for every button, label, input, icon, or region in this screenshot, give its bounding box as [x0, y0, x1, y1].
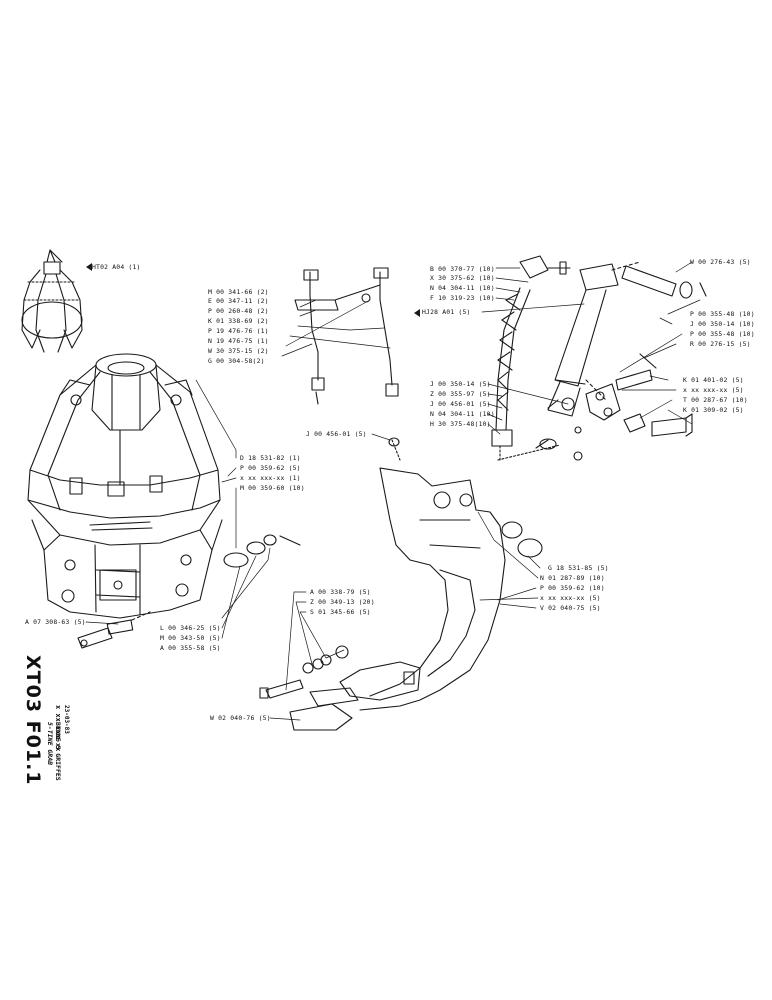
sheet-date: 23-03-83 [63, 705, 70, 734]
label-m00-359-60: M 00 359-60 (10) [240, 484, 305, 492]
label-k01-338-69: K 01 338-69 (2) [208, 317, 269, 325]
label-m00-343-50: M 00 343-50 (5) [160, 634, 221, 642]
hose-fittings [497, 438, 583, 461]
label-p00-355-48-b: P 00 355-48 (10) [690, 330, 755, 338]
label-w00-276-43: W 00 276-43 (5) [690, 258, 751, 266]
label-x30-375-62: X 30 375-62 (10) [430, 274, 495, 282]
pin-w00-276-43 [621, 265, 707, 299]
label-a00-355-58: A 00 355-58 (5) [160, 644, 221, 652]
label-k01-309-02: K 01 309-02 (5) [683, 406, 744, 414]
tie-rods [294, 267, 399, 405]
tine-claw [339, 437, 506, 711]
label-t00-287-67: T 00 287-67 (10) [683, 396, 748, 404]
label-g18-531-85: G 18 531-85 (5) [548, 564, 609, 572]
label-ht02: HT02 A04 (1) [92, 263, 141, 271]
sheet-title-en: 5-TINE GRAB [46, 722, 54, 766]
label-k01-401-02: K 01 401-02 (5) [683, 376, 744, 384]
hydraulic-hose [491, 255, 571, 461]
label-j00-456-01-a: J 00 456-01 (5) [430, 400, 491, 408]
label-hj28: HJ28 A01 (5) [422, 308, 471, 316]
bolt-washers [259, 645, 349, 699]
label-h30-375-48: H 30 375-48(10) [430, 420, 491, 428]
label-b00-370-77: B 00 370-77 (10) [430, 265, 495, 273]
label-d18-531-82: D 18 531-82 (1) [240, 454, 301, 462]
sheet-title-fr: BENNE 5 GRIFFES [54, 722, 62, 781]
label-z00-355-97: Z 00 355-97 (5) [430, 390, 491, 398]
callout-arrows [86, 263, 420, 317]
label-a00-338-79: A 00 338-79 (5) [310, 588, 371, 596]
label-xx-1: x xx xxx-xx (1) [240, 474, 301, 482]
label-p00-359-62-a: P 00 359-62 (5) [240, 464, 301, 472]
label-n04-304-11-a: N 04 304-11 (10) [430, 284, 495, 292]
label-p19-476-76: P 19 476-76 (1) [208, 327, 269, 335]
label-w30-375-15: W 30 375-15 (2) [208, 347, 269, 355]
label-r00-276-15: R 00 276-15 (5) [690, 340, 751, 348]
hydraulic-cylinder [547, 261, 641, 417]
label-j00-350-14-b: J 00 350-14 (5) [430, 380, 491, 388]
sheet-code: XT03 F01.1 [22, 655, 44, 786]
bushings-group [223, 534, 301, 568]
leader-lines [85, 261, 701, 721]
pin-a07-308-63 [77, 611, 151, 649]
label-n01-287-89: N 01 287-89 (10) [540, 574, 605, 582]
tine-tip [289, 687, 359, 731]
label-j00-456-01-b: J 00 456-01 (5) [306, 430, 367, 438]
label-p00-355-48-a: P 00 355-48 (10) [690, 310, 755, 318]
label-m00-341-66: M 00 341-66 (2) [208, 288, 269, 296]
grab-body [27, 353, 223, 619]
label-p00-260-48: P 00 260-48 (2) [208, 307, 269, 315]
label-xx-5-a: x xx xxx-xx (5) [683, 386, 744, 394]
label-e00-347-11: E 00 347-11 (2) [208, 297, 269, 305]
label-z00-349-13: Z 00 349-13 (20) [310, 598, 375, 606]
label-w02-040-76: W 02 040-76 (5) [210, 714, 271, 722]
label-v02-040-75: V 02 040-75 (5) [540, 604, 601, 612]
label-f10-319-23: F 10 319-23 (10) [430, 294, 495, 302]
label-j00-350-14-a: J 00 350-14 (10) [690, 320, 755, 328]
label-g00-304-58: G 00 304-58(2) [208, 357, 265, 365]
label-n04-304-11-b: N 04 304-11 (10) [430, 410, 495, 418]
bushing-pair [501, 521, 543, 558]
label-p00-359-62-b: P 00 359-62 (10) [540, 584, 605, 592]
label-l00-346-25: L 00 346-25 (5) [160, 624, 221, 632]
label-xx-5-b: x xx xxx-xx (5) [540, 594, 601, 602]
label-a07-308-63: A 07 308-63 (5) [25, 618, 86, 626]
grab-thumbnail-icon [21, 249, 83, 353]
label-s01-345-66: S 01 345-66 (5) [310, 608, 371, 616]
clevis-bracket [547, 353, 693, 437]
label-n19-476-75: N 19 476-75 (1) [208, 337, 269, 345]
